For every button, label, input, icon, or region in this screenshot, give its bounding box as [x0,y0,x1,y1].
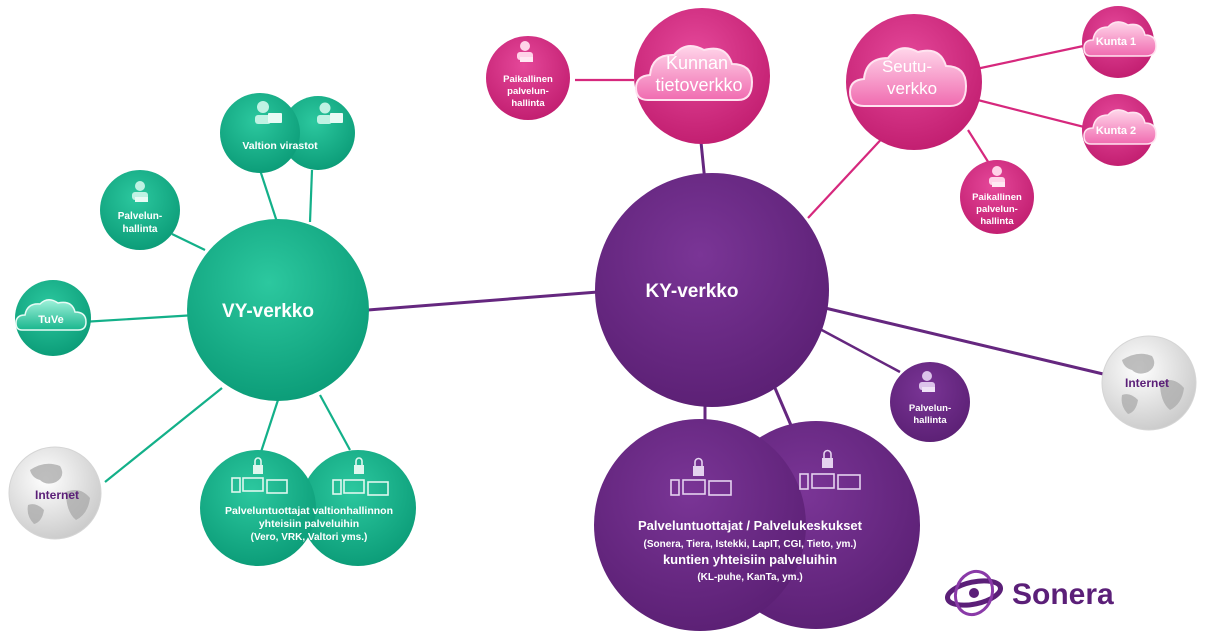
kunnan-tietoverkko-node[interactable]: Kunnan tietoverkko [634,8,770,144]
kunta-2-label: Kunta 2 [1096,125,1136,137]
paikallinen-2-label-3: hallinta [980,216,1014,227]
ky-providers-node[interactable]: Palveluntuottajat / Palvelukeskukset (So… [594,419,920,631]
cloud-icon [1083,109,1157,145]
vy-providers-label-2: yhteisiin palveluihin [259,518,359,530]
user-computer-icon [255,101,343,124]
service-desk-icon [919,371,935,392]
seutu-label-2: verkko [887,79,937,98]
paikallinen-2-label-1: Paikallinen [972,192,1022,203]
kunta-1-label: Kunta 1 [1096,36,1136,48]
kunnan-label-1: Kunnan [666,53,728,73]
ky-palvelunhallinta-node[interactable]: Palvelun- hallinta [890,362,970,442]
kunta-2-node[interactable]: Kunta 2 [1082,94,1157,166]
ky-internet-node[interactable]: Internet [1101,335,1197,431]
vy-providers-label-1: Palveluntuottajat valtionhallinnon [225,505,393,517]
paikallinen-1-label-1: Paikallinen [503,74,553,85]
service-desk-icon [517,41,533,62]
globe-icon [27,463,90,524]
service-desk-icon [132,181,148,202]
paikallinen-node-1[interactable]: Paikallinen palvelun- hallinta [486,36,570,120]
vy-palvelunhallinta-label-1: Palvelun- [118,211,162,222]
vy-providers-node[interactable]: Palveluntuottajat valtionhallinnon yhtei… [200,450,416,566]
paikallinen-1-label-2: palvelun- [507,86,549,97]
globe-icon [1121,353,1184,414]
lock-devices-icon [231,457,389,496]
sonera-swirl-icon [944,569,1004,617]
ky-providers-label-3: kuntien yhteisiin palveluihin [663,552,837,567]
ky-hub-circle[interactable] [595,173,829,407]
ky-palvelunhallinta-label-2: hallinta [913,415,947,426]
sonera-logo: Sonera [944,569,1114,617]
seutu-label-1: Seutu- [882,57,932,76]
vy-internet-label: Internet [35,488,79,502]
vy-palvelunhallinta-label-2: hallinta [122,224,157,235]
ky-providers-label-1: Palveluntuottajat / Palvelukeskukset [638,518,863,533]
paikallinen-node-2[interactable]: Paikallinen palvelun- hallinta [960,160,1034,234]
cloud-icon [15,299,87,331]
kunnan-label-2: tietoverkko [655,75,742,95]
sonera-wordmark: Sonera [1012,578,1114,611]
cloud-icon [848,47,968,107]
ky-internet-label: Internet [1125,376,1169,390]
ky-hub-label: KY-verkko [646,281,739,302]
paikallinen-1-label-3: hallinta [511,98,545,109]
cloud-icon [634,45,754,101]
ky-palvelunhallinta-label-1: Palvelun- [909,403,951,414]
vy-palvelunhallinta-node[interactable]: Palvelun- hallinta [100,170,180,250]
kunta-1-node[interactable]: Kunta 1 [1082,6,1157,78]
vy-providers-label-3: (Vero, VRK, Valtori yms.) [251,532,368,543]
lock-devices-icon [670,449,861,496]
tuve-node[interactable]: TuVe [15,280,91,356]
tuve-label: TuVe [38,314,63,326]
ky-network: KY-verkko Paikallinen palvelun- hallinta… [486,6,1197,631]
seutuverkko-node[interactable]: Seutu- verkko [846,14,982,150]
service-desk-icon [989,166,1005,187]
cloud-icon [1083,21,1157,57]
paikallinen-2-label-2: palvelun- [976,204,1018,215]
vy-internet-node[interactable]: Internet [8,446,102,540]
valtion-virastot-node[interactable]: Valtion virastot [220,93,355,173]
vy-hub-label: VY-verkko [222,301,314,322]
ky-providers-label-2: (Sonera, Tiera, Istekki, LapIT, CGI, Tie… [643,539,856,550]
vy-network: VY-verkko Valtion virastot Palv [8,93,416,566]
ky-providers-label-4: (KL-puhe, KanTa, ym.) [697,572,802,583]
vy-hub-circle[interactable] [187,219,369,401]
valtion-virastot-label: Valtion virastot [242,140,318,152]
